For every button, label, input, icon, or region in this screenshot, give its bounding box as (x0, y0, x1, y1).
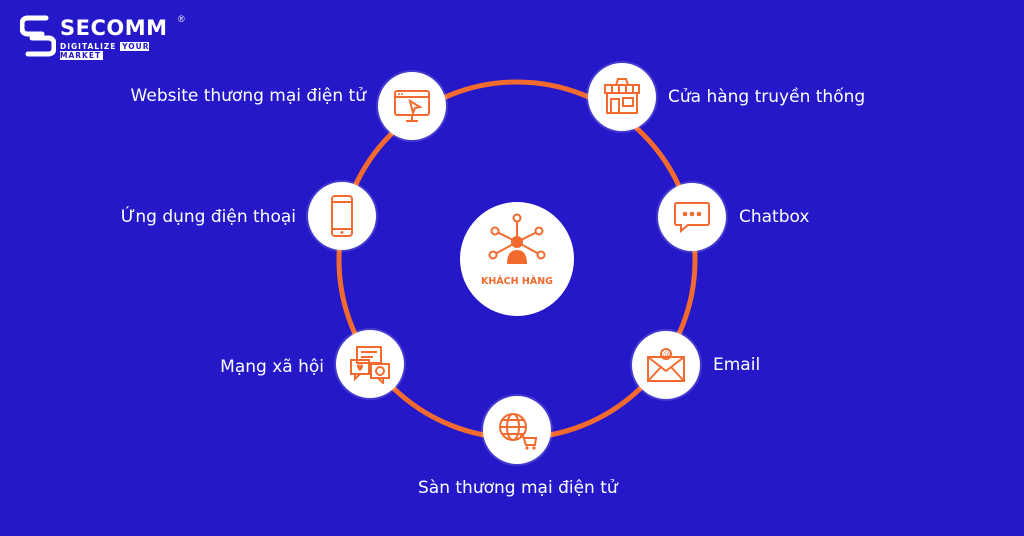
brand-logo: SECOMM ® DIGITALIZE YOUR MARKET (20, 14, 190, 64)
label-mobile: Ứng dụng điện thoại (120, 207, 296, 227)
svg-text:@: @ (663, 351, 670, 359)
label-email: Email (713, 355, 761, 375)
chat-bubble-icon (674, 202, 710, 234)
social-chat-icon (350, 346, 390, 384)
node-chatbox (658, 183, 726, 251)
node-email: @ (632, 331, 700, 399)
node-marketplace (483, 396, 551, 464)
center-label: KHÁCH HÀNG (481, 276, 553, 287)
label-chatbox: Chatbox (739, 207, 810, 227)
tagline-part-1: DIGITALIZE (60, 42, 117, 51)
node-mobile (308, 182, 376, 250)
node-store (588, 63, 656, 131)
node-social (336, 330, 404, 398)
brand-name: SECOMM (60, 16, 168, 40)
label-website: Website thương mại điện tử (130, 86, 366, 106)
brand-tagline: DIGITALIZE YOUR MARKET (60, 42, 190, 60)
label-social: Mạng xã hội (220, 357, 324, 377)
label-marketplace: Sàn thương mại điện tử (418, 478, 618, 498)
customer-network-icon (488, 213, 546, 264)
storefront-icon (604, 78, 640, 114)
label-store: Cửa hàng truyền thống (668, 87, 866, 107)
envelope-icon: @ (647, 348, 685, 382)
secomm-logo-icon (20, 15, 56, 57)
web-browser-icon (394, 90, 430, 122)
customer-hub: KHÁCH HÀNG (460, 202, 574, 316)
globe-cart-icon (499, 413, 538, 450)
smartphone-icon (331, 195, 353, 237)
registered-mark: ® (178, 14, 185, 24)
node-website (378, 72, 446, 140)
